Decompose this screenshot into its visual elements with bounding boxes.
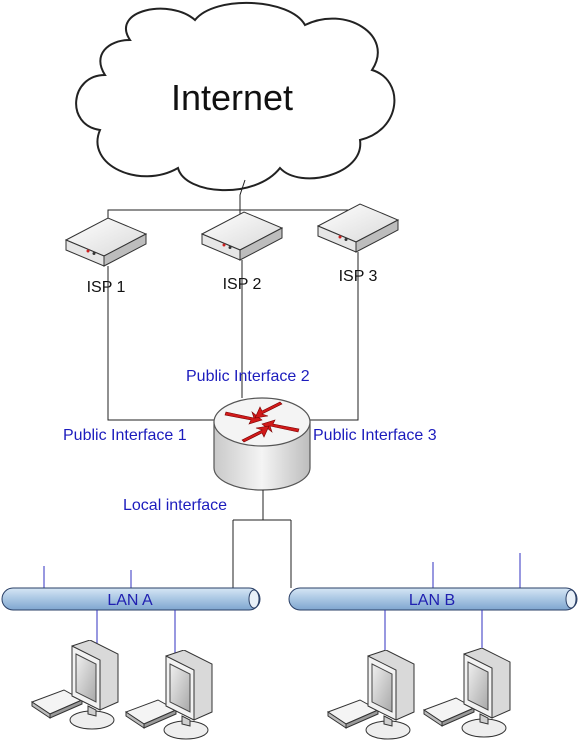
workstation-lan-b-1 [327,650,415,740]
public-interface-3-label: Public Interface 3 [313,427,437,444]
isp-to-router-links [107,252,359,421]
router-to-lan-links [232,490,292,588]
workstation-lan-b-2 [423,648,511,738]
lan-a-label: LAN A [107,592,153,609]
internet-cloud: Internet [75,2,396,192]
isp-1-label: ISP 1 [87,279,126,296]
isp-modem-1 [64,217,148,267]
lan-b-bus: LAN B [288,553,578,611]
isp-modem-3 [316,203,400,253]
workstation-lan-a-1 [31,640,119,730]
public-interface-1-label: Public Interface 1 [63,427,187,444]
lan-a-bus: LAN A [1,566,261,611]
lan-b-label: LAN B [409,592,455,609]
internet-label: Internet [171,77,293,118]
workstation-drops [96,610,483,658]
local-interface-label: Local interface [123,497,227,514]
router-icon [213,397,311,491]
workstation-lan-a-2 [125,650,213,740]
isp-modem-2 [200,211,284,261]
public-interface-2-label: Public Interface 2 [186,368,310,385]
